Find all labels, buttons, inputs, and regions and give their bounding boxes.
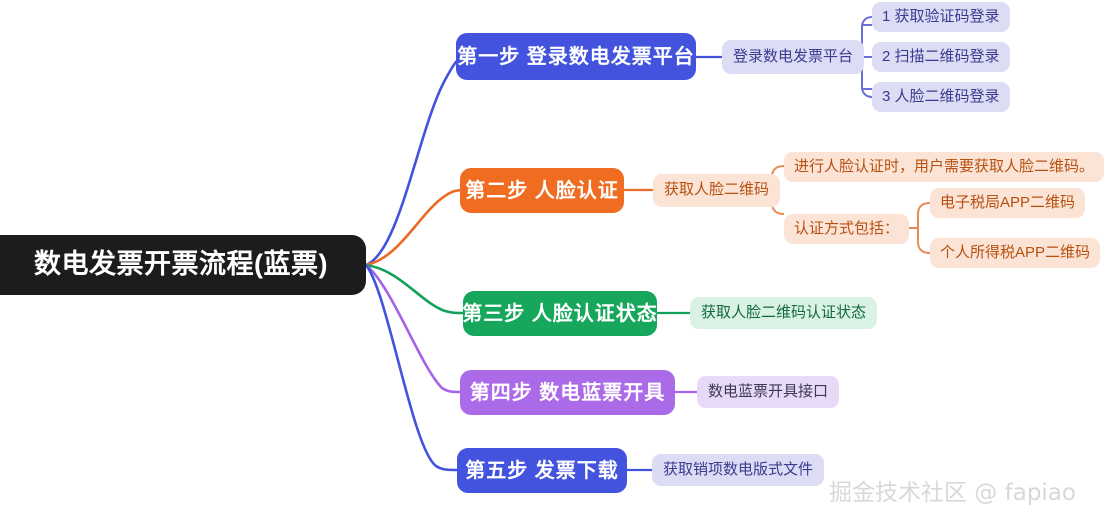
leaf-node-step2-method-2-label: 个人所得税APP二维码 (940, 243, 1091, 261)
branch-node-step3[interactable]: 第三步 人脸认证状态 (462, 291, 658, 336)
link-root-step4 (365, 263, 463, 394)
leaf-node-step1-3-label: 3 人脸二维码登录 (882, 87, 1000, 105)
leaf-node-step2-method-1[interactable]: 电子税局APP二维码 (930, 188, 1086, 218)
leaf-node-step2-method-1-label: 电子税局APP二维码 (940, 193, 1076, 211)
sub-node-step3-status-label: 获取人脸二维码认证状态 (701, 303, 867, 321)
leaf-node-step2-methods[interactable]: 认证方式包括： (784, 214, 910, 244)
leaf-node-step2-method-2[interactable]: 个人所得税APP二维码 (930, 238, 1101, 268)
sub-node-step4-api-label: 数电蓝票开具接口 (708, 382, 829, 400)
branch-node-step4[interactable]: 第四步 数电蓝票开具 (460, 370, 675, 415)
leaf-node-step2-note-label: 进行人脸认证时，用户需要获取人脸二维码。 (794, 157, 1095, 175)
sub-node-step4-api[interactable]: 数电蓝票开具接口 (697, 376, 840, 408)
link-root-step1 (365, 55, 467, 267)
sub-node-step2-qrcode-label: 获取人脸二维码 (664, 181, 770, 199)
sub-node-step2-qrcode[interactable]: 获取人脸二维码 (653, 174, 781, 207)
branch-node-step5-label: 第五步 发票下载 (465, 459, 619, 482)
watermark-text: 掘金技术社区 @ fapiao (829, 480, 1076, 506)
branch-node-step2-label: 第二步 人脸认证 (465, 179, 619, 202)
branch-node-step1-label: 第一步 登录数电发票平台 (457, 45, 695, 68)
leaf-node-step1-3[interactable]: 3 人脸二维码登录 (872, 82, 1010, 112)
leaf-node-step2-note[interactable]: 进行人脸认证时，用户需要获取人脸二维码。 (784, 152, 1105, 182)
leaf-node-step2-methods-label: 认证方式包括： (794, 219, 900, 237)
branch-node-step3-label: 第三步 人脸认证状态 (462, 302, 658, 325)
sub-node-step1-login[interactable]: 登录数电发票平台 (722, 40, 865, 74)
sub-node-step3-status[interactable]: 获取人脸二维码认证状态 (690, 297, 878, 329)
leaf-node-step1-2[interactable]: 2 扫描二维码登录 (872, 42, 1010, 72)
branch-node-step2[interactable]: 第二步 人脸认证 (460, 168, 624, 213)
link-root-step3 (365, 263, 467, 315)
link-root-step5 (364, 264, 459, 472)
link-step2-sub-bracket-round (917, 202, 931, 254)
link-root-step2 (365, 188, 467, 267)
root-node-label: 数电发票开票流程(蓝票) (34, 249, 328, 280)
sub-node-step5-download[interactable]: 获取销项数电版式文件 (652, 454, 825, 486)
sub-node-step1-login-label: 登录数电发票平台 (733, 47, 854, 65)
sub-node-step5-download-label: 获取销项数电版式文件 (663, 460, 814, 478)
leaf-node-step1-1-label: 1 获取验证码登录 (882, 7, 1000, 25)
watermark: 掘金技术社区 @ fapiao (829, 473, 1076, 507)
root-node[interactable]: 数电发票开票流程(蓝票) (0, 235, 366, 295)
leaf-node-step1-2-label: 2 扫描二维码登录 (882, 47, 1000, 65)
branch-node-step4-label: 第四步 数电蓝票开具 (469, 381, 666, 404)
branch-node-step5[interactable]: 第五步 发票下载 (457, 448, 627, 493)
branch-node-step1[interactable]: 第一步 登录数电发票平台 (456, 33, 696, 80)
leaf-node-step1-1[interactable]: 1 获取验证码登录 (872, 2, 1010, 32)
